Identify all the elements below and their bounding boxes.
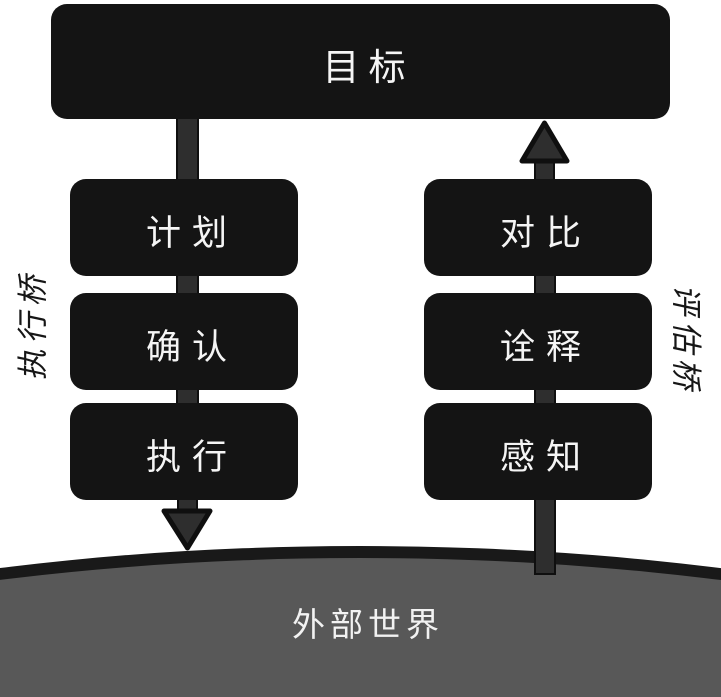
connector-line-goal-to-plan [176, 107, 199, 191]
evaluation-step-perceive-box: 感知 [424, 403, 652, 500]
evaluation-step-interpret-box: 诠释 [424, 293, 652, 390]
goal-box: 目标 [51, 4, 670, 119]
evaluation-step-compare-box: 对比 [424, 179, 652, 276]
connector-line-world-to-perceive [534, 491, 556, 575]
execution-step-plan-label: 计划 [145, 213, 238, 253]
execution-step-confirm-box: 确认 [70, 293, 298, 390]
evaluation-bridge-label: 评估桥 [668, 283, 704, 402]
goal-label: 目标 [322, 48, 415, 89]
down-arrow-icon [161, 508, 213, 551]
execution-bridge-label: 执行桥 [15, 263, 51, 382]
evaluation-step-compare-label: 对比 [499, 213, 592, 253]
evaluation-step-interpret-label: 诠释 [499, 327, 592, 367]
evaluation-step-perceive-label: 感知 [499, 437, 592, 477]
execution-step-execute-label: 执行 [145, 437, 238, 477]
execution-step-confirm-label: 确认 [145, 327, 238, 367]
execution-step-plan-box: 计划 [70, 179, 298, 276]
execution-step-execute-box: 执行 [70, 403, 298, 500]
up-arrow-icon [519, 120, 570, 164]
external-world-label: 外部世界 [292, 608, 444, 644]
